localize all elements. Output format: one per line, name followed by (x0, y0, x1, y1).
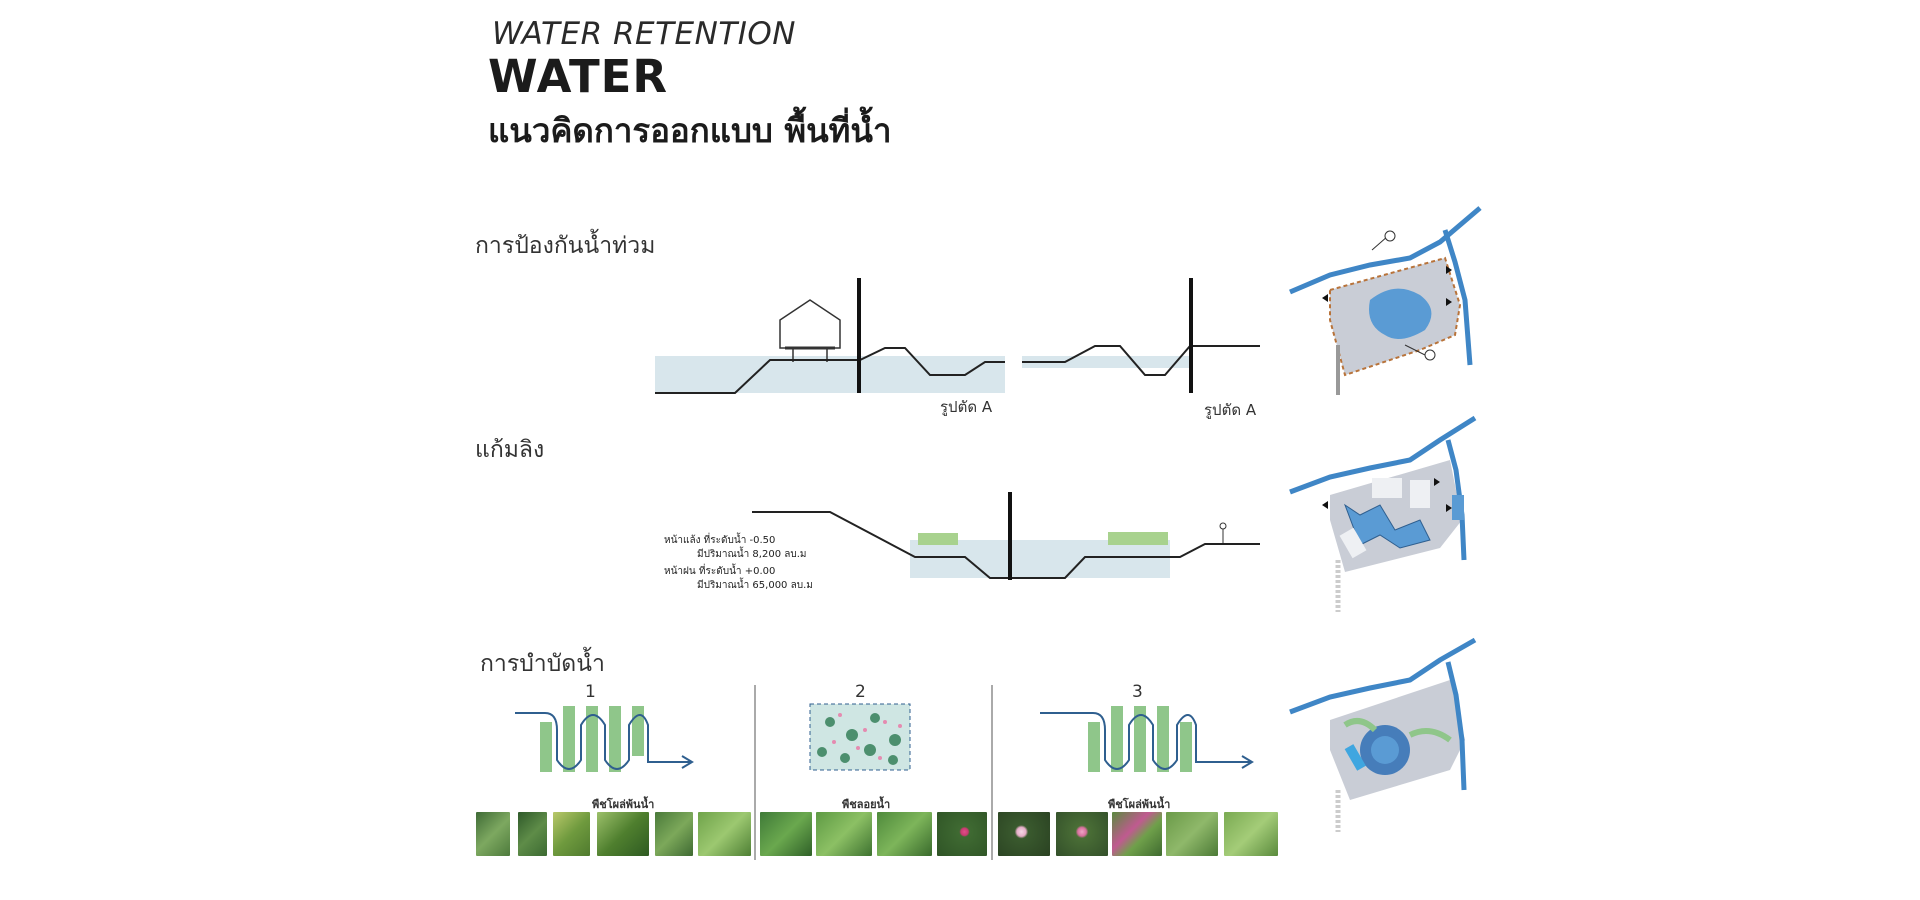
reed-right (1108, 532, 1168, 545)
plant-title-emergent-2: พืชโผล่พ้นน้ำ (1108, 798, 1171, 811)
plant-photo (1112, 812, 1162, 856)
plant-photo (698, 812, 751, 856)
person-icon (1219, 522, 1227, 543)
plant-photo (518, 812, 547, 856)
floating-plant-diagram (809, 703, 911, 771)
plant-photo (476, 812, 510, 856)
flood-wall-right (1189, 278, 1193, 393)
plant-photo (937, 812, 987, 856)
retention-water (910, 540, 1170, 578)
water-fill-left (655, 356, 1005, 393)
step-number-2: 2 (855, 682, 866, 702)
plant-title-floating: พืชลอยน้ำ (842, 798, 891, 811)
house-icon (779, 299, 841, 362)
note-dry-season-1: หน้าแล้ง ที่ระดับน้ำ -0.50 (664, 535, 776, 546)
plant-photo (816, 812, 872, 856)
note-wet-season-1: หน้าฝน ที่ระดับน้ำ +0.00 (664, 566, 776, 577)
retention-ground (752, 511, 1260, 579)
plant-photo (1224, 812, 1278, 856)
note-dry-season-2: มีปริมาณน้ำ 8,200 ลบ.ม (697, 549, 807, 560)
step-number-1: 1 (585, 682, 596, 702)
subtitle: WATER RETENTION (492, 16, 796, 52)
plant-photo (760, 812, 812, 856)
wetland-diagram-3 (1040, 706, 1254, 772)
ground-profile-left (655, 347, 1005, 394)
wetland-diagram-1 (515, 706, 694, 772)
plant-photo (1166, 812, 1218, 856)
flood-wall-left (857, 278, 861, 393)
ground-profile-right (1022, 345, 1260, 376)
caption-section-a-left: รูปตัด A (940, 398, 993, 416)
section-title-treatment: การบำบัดน้ำ (480, 651, 605, 677)
plant-photo (597, 812, 649, 856)
section-title-retention: แก้มลิง (475, 437, 545, 463)
page-title: WATER (488, 50, 669, 103)
thai-title: แนวคิดการออกแบบ พื้นที่น้ำ (488, 111, 892, 150)
water-fill-right (1022, 356, 1192, 368)
plant-photo (655, 812, 693, 856)
retention-wall (1008, 492, 1012, 580)
plant-photo (553, 812, 590, 856)
reed-left (918, 533, 958, 545)
section-title-flood: การป้องกันน้ำท่วม (475, 233, 656, 259)
plant-photo (1056, 812, 1108, 856)
caption-section-a-right: รูปตัด A (1204, 401, 1257, 419)
plant-photo (877, 812, 932, 856)
plant-photo (998, 812, 1050, 856)
step-number-3: 3 (1132, 682, 1143, 702)
plant-title-emergent-1: พืชโผล่พ้นน้ำ (592, 798, 655, 811)
note-wet-season-2: มีปริมาณน้ำ 65,000 ลบ.ม (697, 580, 813, 591)
